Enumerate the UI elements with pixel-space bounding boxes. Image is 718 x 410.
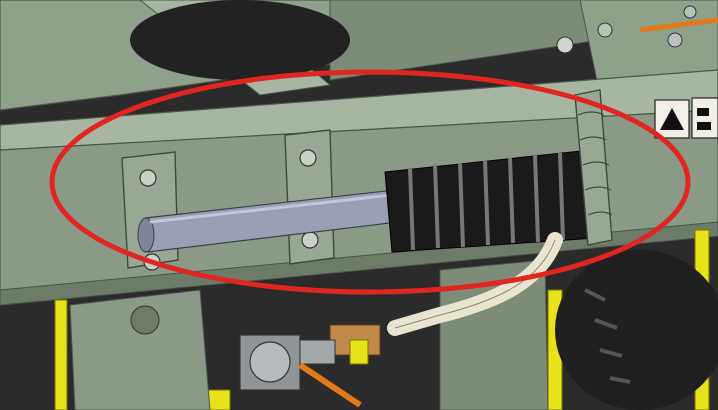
hydraulic-hose-outline [394, 239, 556, 329]
lower-tire-right [555, 250, 718, 410]
lower-frame-hole [130, 305, 160, 335]
orange-pipe-lower [298, 362, 362, 408]
bolt-top-right-3 [683, 5, 697, 19]
middle-bracket-bolt-bottom [301, 231, 319, 249]
orange-rod-top [639, 17, 718, 33]
clamp-ring-lobes [577, 111, 613, 216]
hazard-decal-symbol [697, 108, 711, 130]
background-tire-top [130, 0, 350, 80]
bolt-top-mid [556, 36, 574, 54]
clamp-ring [574, 89, 613, 246]
valve-stem [299, 339, 336, 365]
lower-frame-plate [69, 289, 211, 410]
tire-tread [584, 288, 631, 384]
lower-mid-frame [439, 259, 549, 410]
yellow-upright-left [54, 299, 68, 410]
middle-bracket-bolt-top [299, 149, 317, 167]
small-yellow-block [349, 339, 369, 365]
highlight-ellipse [49, 69, 691, 295]
left-bracket-bolt-top [139, 169, 157, 187]
hazard-decal-icon [691, 97, 718, 139]
rod-end-cap [137, 217, 155, 253]
bolt-top-right-2 [667, 32, 683, 48]
warning-decal-symbol [660, 108, 684, 130]
valve-cap [249, 341, 291, 383]
rod-highlight [149, 193, 393, 224]
bolt-top-right-1 [597, 22, 613, 38]
upper-right-bracket [329, 0, 601, 81]
